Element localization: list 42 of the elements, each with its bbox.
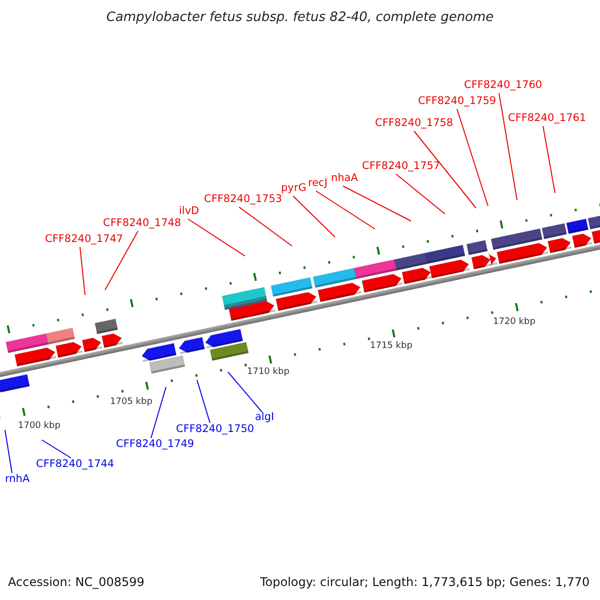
gene-label: CFF8240_1747: [45, 234, 124, 244]
gene-label: pyrG: [281, 183, 306, 194]
gene-label: CFF8240_1749: [116, 439, 194, 450]
leader-line: [42, 440, 72, 458]
gene-label: rnhA: [5, 474, 30, 484]
scale-label: 1710 kbp: [247, 368, 290, 377]
scale-label: 1720 kbp: [493, 318, 536, 327]
leader-line: [196, 380, 210, 424]
leader-line: [542, 126, 556, 194]
gene-label: CFF8240_1760: [464, 80, 542, 90]
gene-label: CFF8240_1744: [36, 459, 114, 470]
gene-label: CFF8240_1761: [508, 113, 586, 124]
leader-line: [316, 190, 376, 230]
leader-line: [80, 246, 86, 296]
scale-label: 1705 kbp: [110, 398, 152, 407]
scale-label: 1700 kbp: [18, 422, 60, 431]
leader-line: [188, 218, 246, 256]
gene-label: algI: [255, 412, 274, 422]
gene-label: CFF8240_1750: [176, 424, 254, 434]
gene-label: CFF8240_1748: [103, 218, 182, 228]
leader-line: [150, 386, 166, 438]
leader-line: [414, 130, 476, 208]
leader-line: [396, 174, 446, 214]
leader-line: [4, 430, 12, 474]
leader-line: [228, 372, 262, 412]
leader-line: [342, 186, 412, 222]
genome-info-text: Topology: circular; Length: 1,773,615 bp; Genes: 1,770: [260, 576, 590, 588]
gene-label: ilvD: [179, 206, 200, 216]
title: Campylobacter fetus subsp. fetus 82-40, complete genome: [105, 11, 495, 24]
gene-label: CFF8240_1758: [375, 118, 454, 128]
leader-line: [292, 196, 336, 238]
gene-label: CFF8240_1759: [418, 96, 496, 106]
accession-text: Accession: NC_008599: [8, 576, 144, 588]
leader-line: [104, 230, 138, 290]
leader-line: [238, 206, 292, 246]
gene-label: CFF8240_1757: [362, 161, 440, 172]
gene-label: CFF8240_1753: [204, 194, 282, 204]
leader-line: [456, 108, 488, 206]
scale-label: 1715 kbp: [370, 342, 412, 351]
gene-label: nhaA: [331, 173, 358, 184]
leader-line: [498, 92, 518, 200]
gene-label: recJ: [308, 178, 328, 188]
